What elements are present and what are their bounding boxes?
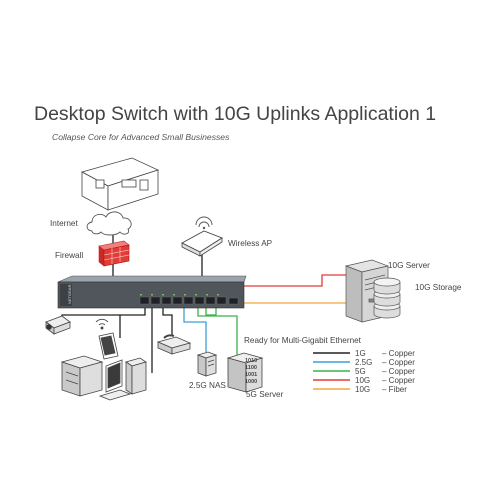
legend-medium: – Copper [382,376,415,385]
5g-server-label: 5G Server [246,390,284,399]
legend-speed: 5G [355,367,366,376]
10g-storage-label: 10G Storage [415,283,462,292]
firewall-label: Firewall [55,251,83,260]
legend-item: 10G – Fiber [313,385,407,394]
wifi-signal-icon [95,318,109,330]
binary-row: 1010 [245,358,257,364]
legend-item: 1G – Copper [313,349,415,358]
switch-brand-label: NETGEAR [67,285,72,304]
tablet-icon [98,332,119,360]
legend-speed: 2.5G [355,358,372,367]
printer-icon [60,355,104,397]
page-title: Desktop Switch with 10G Uplinks Applicat… [34,103,437,125]
legend-speed: 10G [355,385,370,394]
internet-label: Internet [50,219,78,228]
building-icon [80,157,160,211]
binary-row: 1100 [245,365,257,371]
link-5g-server-switch [197,308,238,356]
binary-row: 1001 [245,372,257,378]
binary-row: 1000 [245,379,257,385]
legend-item: 10G – Copper [313,376,415,385]
10g-server-label: 10G Server [388,261,430,270]
legend-item: 2.5G – Copper [313,358,415,367]
legend-speed: 1G [355,349,366,358]
cloud-icon [86,211,132,236]
legend-speed: 10G [355,376,370,385]
legend-medium: – Copper [382,358,415,367]
firewall-icon [98,240,130,267]
switch-device: NETGEAR [57,275,247,309]
link-nas-switch [183,308,207,352]
5g-server-binary: 1010 1100 1001 1000 [245,358,257,385]
nas-label: 2.5G NAS [189,381,226,390]
wireless-ap-icon [181,216,223,257]
link-phone-switch [162,308,173,335]
wireless-ap-label: Wireless AP [228,239,273,248]
legend-medium: – Copper [382,349,415,358]
ready-label: Ready for Multi-Gigabit Ethernet [244,336,362,345]
nas-icon [196,351,218,377]
legend-item: 5G – Copper [313,367,415,376]
5g-server-icon [226,352,264,393]
legend-medium: – Copper [382,367,415,376]
phone-icon [156,334,192,355]
desktop-pc-icon [98,357,147,401]
10g-storage-icon [373,277,401,319]
camera-icon [45,315,71,335]
link-camera-switch [61,308,146,325]
legend-medium: – Fiber [382,385,407,394]
page-subtitle: Collapse Core for Advanced Small Busines… [52,132,230,142]
legend: 1G – Copper 2.5G – Copper 5G – Copper 10… [313,349,415,394]
